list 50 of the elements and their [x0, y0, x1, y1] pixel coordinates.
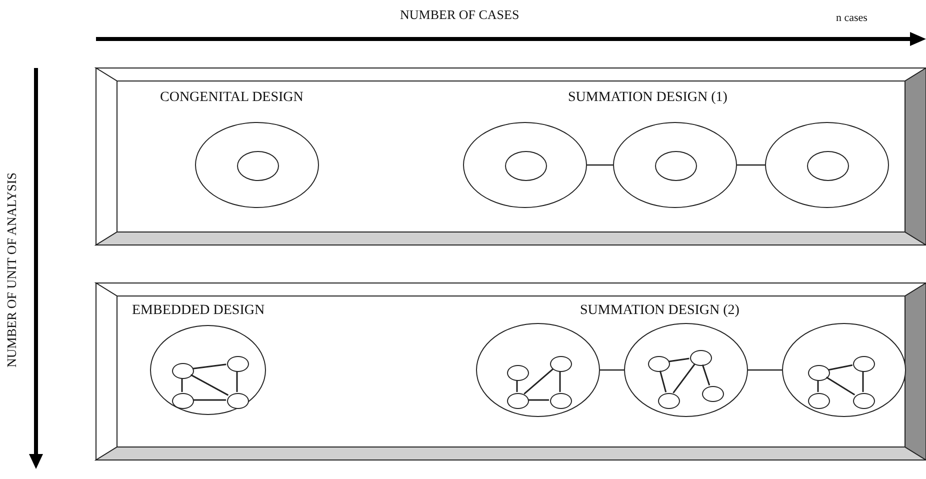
inner-ellipse	[658, 393, 680, 409]
connector-line	[190, 374, 229, 396]
axis-end-label: n cases	[836, 12, 868, 24]
inner-ellipse	[172, 393, 194, 409]
connector-line	[748, 369, 782, 371]
inner-ellipse	[702, 386, 724, 402]
connector-line	[516, 380, 518, 392]
inner-ellipse	[227, 393, 249, 409]
inner-ellipse	[807, 151, 849, 181]
inner-ellipse	[550, 356, 572, 372]
axis-label: NUMBER OF UNIT OF ANALYSIS	[4, 172, 20, 368]
connector-line	[528, 399, 549, 401]
connector-line	[659, 370, 667, 392]
connector-line	[672, 364, 696, 394]
connector-line	[826, 376, 856, 396]
inner-ellipse	[507, 365, 529, 381]
connector-line	[817, 380, 819, 392]
connector-line	[559, 371, 561, 392]
inner-ellipse	[808, 365, 830, 381]
connector-line	[737, 164, 765, 166]
connector-line	[192, 364, 226, 370]
connector-line	[236, 371, 238, 392]
inner-ellipse	[505, 151, 547, 181]
connector-line	[702, 364, 710, 386]
design-heading: CONGENITAL DESIGN	[160, 90, 304, 106]
connector-line	[668, 358, 690, 362]
axis-label: NUMBER OF CASES	[400, 7, 520, 23]
inner-ellipse	[853, 393, 875, 409]
connector-line	[587, 164, 613, 166]
connector-line	[600, 369, 624, 371]
inner-ellipse	[648, 356, 670, 372]
connector-line	[828, 364, 853, 371]
design-heading: EMBEDDED DESIGN	[132, 303, 265, 319]
design-heading: SUMMATION DESIGN (1)	[568, 90, 728, 106]
inner-ellipse	[808, 393, 830, 409]
connector-line	[524, 368, 554, 394]
connector-line	[181, 378, 183, 392]
connector-line	[193, 399, 226, 401]
inner-ellipse	[172, 363, 194, 379]
inner-ellipse	[227, 356, 249, 372]
inner-ellipse	[507, 393, 529, 409]
bevelled-panel	[96, 68, 926, 245]
inner-ellipse	[550, 393, 572, 409]
connector-line	[862, 371, 864, 392]
inner-ellipse	[655, 151, 697, 181]
inner-ellipse	[690, 350, 712, 366]
inner-ellipse	[853, 356, 875, 372]
design-heading: SUMMATION DESIGN (2)	[580, 303, 740, 319]
bevelled-panel	[96, 283, 926, 460]
inner-ellipse	[237, 151, 279, 181]
